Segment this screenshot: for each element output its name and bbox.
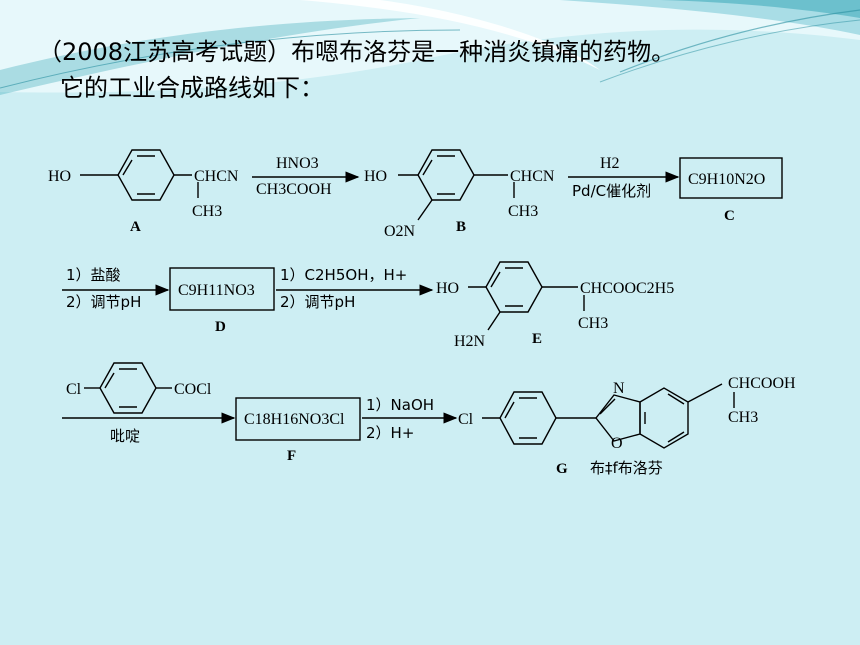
g-cl-label: Cl: [458, 411, 474, 428]
reagent-below: 吡啶: [110, 427, 140, 445]
b-compound-label: B: [456, 219, 466, 235]
step1-above: HNO3: [276, 155, 319, 172]
step2-above: H2: [600, 155, 620, 172]
header-decoration: [0, 0, 860, 95]
f-compound-label: F: [287, 448, 296, 464]
step3-above: 1）盐酸: [66, 266, 121, 284]
compound-c-box: [679, 157, 783, 199]
reagent-cl-label: Cl: [66, 381, 82, 398]
reagent-structure: [84, 362, 172, 414]
compound-b-structure: [398, 149, 515, 221]
g-methyl-label: CH3: [728, 409, 758, 426]
compound-a-structure: [80, 149, 199, 201]
step2-below: Pd/C催化剂: [572, 182, 651, 200]
a-ho-label: HO: [48, 168, 71, 185]
e-compound-label: E: [532, 331, 542, 347]
step4-below: 2）调节pH: [280, 293, 355, 311]
c-compound-label: C: [724, 208, 735, 224]
a-methyl-label: CH3: [192, 203, 222, 220]
e-methyl-label: CH3: [578, 315, 608, 332]
g-o-label: O: [611, 435, 623, 452]
title-line-2: 它的工业合成路线如下：: [60, 74, 324, 102]
c-formula: C9H10N2O: [688, 171, 765, 188]
e-chain-label: CHCOOC2H5: [580, 280, 674, 297]
b-o2n-label: O2N: [384, 223, 416, 240]
g-compound-name: 布‡f布洛芬: [590, 459, 663, 477]
g-chain-label: CHCOOH: [728, 375, 796, 392]
g-compound-label: G: [556, 461, 568, 477]
step5-above: 1）NaOH: [366, 396, 434, 414]
step5-below: 2）H+: [366, 424, 414, 442]
g-n-label: N: [613, 380, 625, 397]
reagent-cocl-label: COCl: [174, 381, 212, 398]
compound-f-box: [235, 397, 361, 441]
e-ho-label: HO: [436, 280, 459, 297]
compound-g-structure: [482, 383, 735, 449]
b-methyl-label: CH3: [508, 203, 538, 220]
a-chain-label: CHCN: [194, 168, 239, 185]
title-line-1: （2008江苏高考试题）布嗯布洛芬是一种消炎镇痛的药物。: [38, 38, 676, 66]
step3-below: 2）调节pH: [66, 293, 141, 311]
d-compound-label: D: [215, 319, 226, 335]
e-h2n-label: H2N: [454, 333, 486, 350]
compound-d-box: [169, 267, 275, 311]
f-formula: C18H16NO3Cl: [244, 411, 345, 428]
step4-above: 1）C2H5OH，H+: [280, 266, 407, 284]
slide-title: （2008江苏高考试题）布嗯布洛芬是一种消炎镇痛的药物。 它的工业合成路线如下：: [38, 34, 848, 106]
a-compound-label: A: [130, 219, 141, 235]
b-ho-label: HO: [364, 168, 387, 185]
b-chain-label: CHCN: [510, 168, 555, 185]
d-formula: C9H11NO3: [178, 282, 255, 299]
compound-e-structure: [468, 261, 585, 331]
step1-below: CH3COOH: [256, 181, 332, 198]
